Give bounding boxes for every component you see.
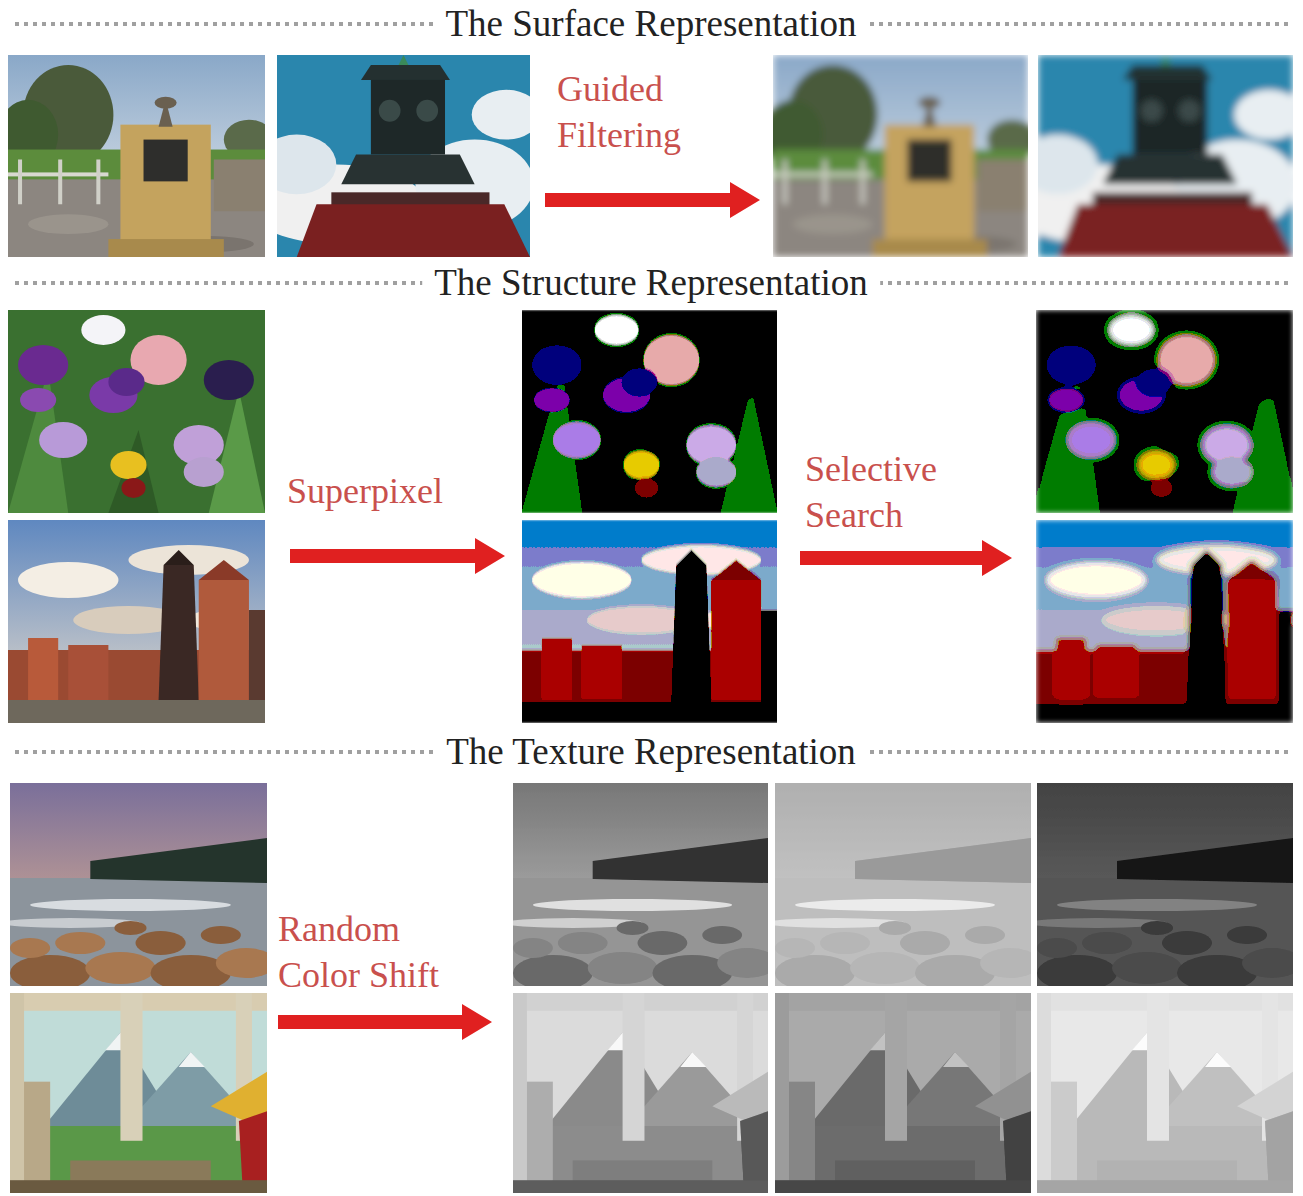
- arrow-label: Superpixel: [287, 468, 517, 514]
- section-title: The Surface Representation: [434, 2, 869, 46]
- red-arrow: [545, 182, 760, 218]
- photo-thumbnail: [522, 310, 777, 513]
- arrow-label: Guided Filtering: [557, 66, 747, 158]
- photo-thumbnail: [513, 783, 768, 986]
- photo-thumbnail: [8, 310, 265, 513]
- photo-thumbnail: [10, 993, 267, 1193]
- section-title: The Texture Representation: [434, 730, 868, 774]
- photo-thumbnail: [277, 55, 530, 257]
- photo-thumbnail: [1036, 520, 1293, 723]
- photo-thumbnail: [1037, 993, 1293, 1193]
- photo-thumbnail: [775, 993, 1031, 1193]
- photo-thumbnail: [522, 520, 777, 723]
- arrow-label: Random Color Shift: [278, 906, 468, 998]
- arrow-label: Selective Search: [805, 446, 995, 538]
- photo-thumbnail: [773, 55, 1028, 257]
- photo-thumbnail: [8, 55, 265, 257]
- photo-thumbnail: [1037, 783, 1293, 986]
- section-title: The Structure Representation: [422, 261, 880, 305]
- photo-thumbnail: [1038, 55, 1293, 257]
- red-arrow: [800, 540, 1012, 576]
- photo-thumbnail: [10, 783, 267, 986]
- photo-thumbnail: [1036, 310, 1293, 513]
- red-arrow: [278, 1004, 492, 1040]
- photo-thumbnail: [775, 783, 1031, 986]
- photo-thumbnail: [513, 993, 768, 1193]
- photo-thumbnail: [8, 520, 265, 723]
- red-arrow: [290, 538, 505, 574]
